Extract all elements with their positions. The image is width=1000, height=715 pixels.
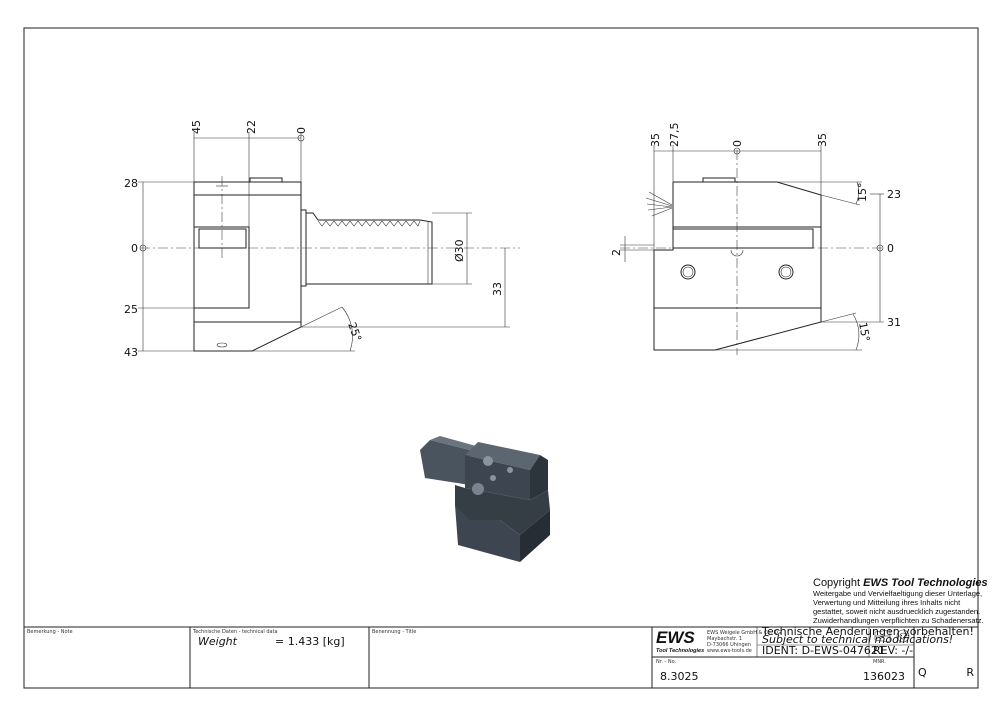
tech-data-label: Technische Daten - technical data [192,629,278,635]
projection-symbol-icon [874,629,910,643]
dim-23: 23 [887,188,901,201]
note-label: Bemerkung - Note [27,629,73,635]
drawing-frame [23,27,979,689]
copyright-line: Zuwiderhandlungen verpflichten zu Schade… [813,616,984,625]
company-web: www.ews-tools.de [707,648,752,654]
dim-0-top: 0 [295,127,308,134]
dim-35-left: 35 [649,133,662,147]
company-street: Maybachstr. 1 [707,636,742,642]
side-view: 45 22 0 28 0 25 43 Ø30 33 25° [124,120,520,359]
copyright-prefix: Copyright [813,577,861,589]
copyright-line: Verwertung und Mitteilung ihres Inhalts … [813,598,961,607]
dim-diameter: Ø30 [453,239,466,262]
changes-de: Technische Aenderungen vorbehalten! [761,625,974,638]
dim-33: 33 [491,282,504,296]
changes-en: Subject to technical modifications! [762,633,953,646]
weight-value: = 1.433 [kg] [275,635,345,648]
svg-text:Tool Technologies: Tool Technologies [656,648,704,654]
dim-0-right: 0 [887,242,894,255]
company-city: D-73066 Uhingen [707,642,751,648]
dim-45: 45 [190,120,203,134]
copyright-notice: Copyright EWS Tool Technologies Weiterga… [813,577,988,625]
dim-27-5: 27,5 [668,123,681,148]
ident: IDENT: D-EWS-047621 [762,644,885,657]
dim-28: 28 [124,177,138,190]
dim-31: 31 [887,316,901,329]
dim-25: 25 [124,303,138,316]
code: QR [918,666,974,679]
ews-logo: EWS Tool Technologies [656,628,704,654]
dim-angle-25: 25° [345,321,364,344]
dim-angle-15-top: 15° [856,183,869,203]
nr-value: 8.3025 [660,670,699,683]
mnr-label: MNR. [873,659,886,665]
title-label: Benennung - Title [372,629,416,635]
dim-35-right: 35 [816,133,829,147]
svg-text:EWS: EWS [656,628,695,647]
isometric-render [420,436,550,562]
company-name: EWS Weigele GmbH & Co. KG [707,630,781,636]
copyright-brand: EWS Tool Technologies [863,577,988,589]
nr-label: Nr. - No. [656,659,677,665]
dim-22: 22 [245,120,258,134]
title-block-grid [24,626,978,688]
dim-angle-15-bottom: 15° [856,321,872,342]
dim-0-top-right: 0 [731,140,744,147]
dim-2: 2 [610,249,623,256]
copyright-line: Weitergabe und Vervielfaeltigung dieser … [813,589,983,598]
copyright-line: gestattet, soweit nicht ausdruecklich zu… [813,607,981,616]
revision: REV: -/- [873,644,913,657]
dim-43: 43 [124,346,138,359]
mnr-value: 136023 [863,670,905,683]
front-view: 35 27,5 0 35 15° 23 0 31 15° 2 [610,123,901,355]
weight-label: Weight [198,635,238,648]
dim-0-left: 0 [131,242,138,255]
